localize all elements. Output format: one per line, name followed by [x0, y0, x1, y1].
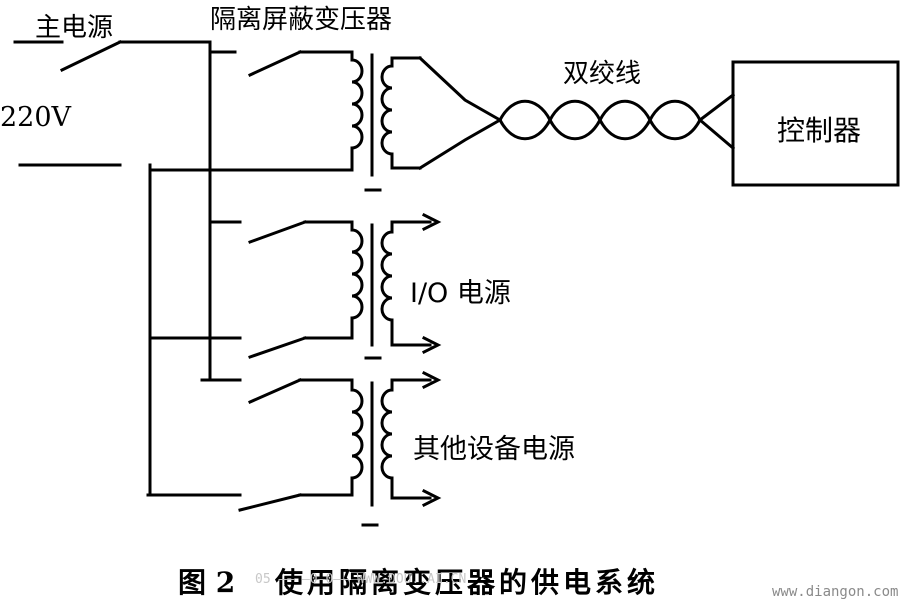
output-arrows	[421, 212, 442, 508]
figure-title: 使用隔离变压器的供电系统	[274, 566, 659, 599]
transformer-1	[338, 50, 422, 192]
watermark-right: www.diangon.com	[772, 584, 898, 600]
transformer-2	[338, 220, 432, 360]
watermark-left: 05 –– –0–0–– WWW.DOU..AI.CN	[255, 572, 466, 587]
bus-lines	[146, 40, 247, 497]
voltage-label: 220V	[0, 102, 72, 133]
main-power-label: 主电源	[35, 13, 113, 43]
main-supply-lines	[13, 39, 212, 167]
switches	[238, 50, 342, 512]
transformer-3	[338, 378, 432, 527]
controller-box	[731, 60, 900, 187]
io-power-label: I/O 电源	[410, 278, 511, 309]
twisted-pair-label: 双绞线	[563, 59, 641, 89]
controller-label: 控制器	[777, 114, 861, 147]
figure-number: 图 2	[178, 566, 235, 599]
other-power-label: 其他设备电源	[413, 434, 575, 465]
twisted-pair-cable	[417, 55, 736, 171]
transformer-label: 隔离屏蔽变压器	[210, 5, 392, 35]
